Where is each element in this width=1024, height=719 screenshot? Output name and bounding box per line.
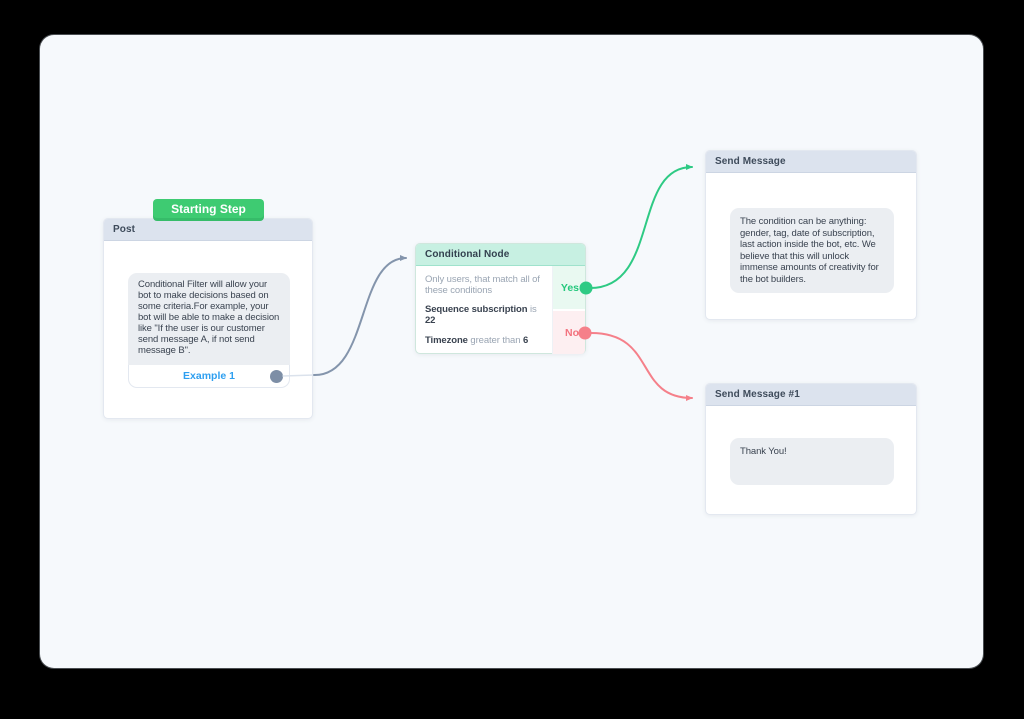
condition-row: Sequence subscription is 22 [425, 304, 547, 326]
condition-value: 6 [522, 335, 529, 346]
conditional-description: Only users, that match all of these cond… [425, 274, 540, 296]
example-button[interactable]: Example 1 [128, 365, 290, 388]
post-message-card: Conditional Filter will allow your bot t… [128, 273, 290, 388]
node-conditional-title: Conditional Node [416, 244, 585, 266]
edge-yes-to-send-message [589, 164, 693, 289]
edge-post-to-conditional [313, 255, 407, 377]
conditional-outputs: Yes No [553, 266, 585, 354]
conditional-body: Only users, that match all of these cond… [416, 266, 585, 354]
flow-canvas[interactable]: Starting Step Post Conditional Filter wi… [40, 35, 983, 668]
example-button-label: Example 1 [183, 370, 235, 382]
node-post[interactable]: Starting Step Post Conditional Filter wi… [103, 199, 313, 419]
send-message-1-bubble: Thank You! [730, 438, 894, 485]
conditional-content: Only users, that match all of these cond… [416, 266, 553, 354]
condition-operator: greater than [470, 335, 521, 346]
condition-value: 22 [425, 315, 436, 326]
node-send-message-1-title: Send Message #1 [706, 384, 916, 406]
edge-no-to-send-message-1 [590, 332, 693, 401]
node-conditional[interactable]: Conditional Node Only users, that match … [415, 243, 586, 354]
condition-field: Timezone [425, 335, 468, 346]
post-message-text: Conditional Filter will allow your bot t… [128, 273, 290, 365]
send-message-bubble: The condition can be anything: gender, t… [730, 208, 894, 293]
condition-field: Sequence subscription [425, 304, 528, 315]
starting-step-badge: Starting Step [153, 199, 264, 221]
node-send-message-title: Send Message [706, 151, 916, 173]
node-send-message[interactable]: Send Message The condition can be anythi… [705, 150, 917, 320]
node-send-message-1[interactable]: Send Message #1 Thank You! [705, 383, 917, 515]
condition-row: Timezone greater than 6 [425, 335, 547, 346]
node-post-title: Post [104, 219, 312, 241]
condition-operator: is [529, 304, 537, 315]
output-no[interactable]: No [553, 309, 585, 354]
post-connector-dot[interactable] [270, 369, 283, 383]
output-yes[interactable]: Yes [553, 266, 585, 309]
